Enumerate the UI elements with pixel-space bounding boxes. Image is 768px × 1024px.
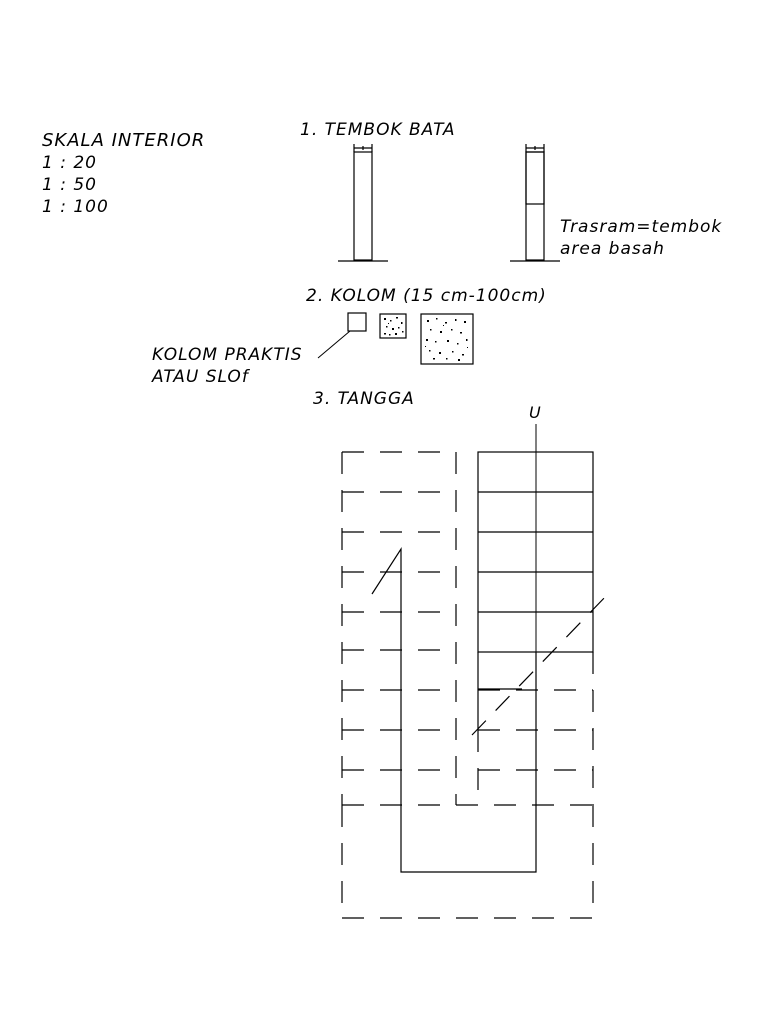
section-brick-wall: 1. TEMBOK BATA Trasram=tembok area basah (300, 120, 722, 262)
stairs-handrail (371, 546, 537, 873)
column-medium (379, 313, 407, 339)
scale-block: SKALA INTERIOR 1 : 20 1 : 50 1 : 100 (42, 130, 205, 217)
trasram-wall-section (510, 144, 560, 262)
section-columns: 2. KOLOM (15 cm-100cm) (151, 286, 547, 387)
trasram-note-line1: Trasram=tembok (560, 217, 722, 237)
stairs-heading: 3. TANGGA (313, 389, 415, 409)
scale-item-1: 1 : 20 (42, 153, 97, 173)
column-praktis-label-line1: KOLOM PRAKTIS (152, 345, 303, 365)
stairs-up-marker: U (529, 403, 542, 422)
trasram-note-line2: area basah (560, 239, 665, 259)
scale-item-2: 1 : 50 (42, 175, 97, 195)
column-heading: 2. KOLOM (15 cm-100cm) (306, 286, 547, 306)
scale-title: SKALA INTERIOR (42, 130, 205, 151)
stairs-hidden-flight (341, 451, 594, 805)
stairs-landing (341, 804, 594, 919)
brick-wall-section (338, 144, 388, 262)
column-large (420, 313, 474, 365)
column-praktis (347, 312, 367, 332)
scale-item-3: 1 : 100 (42, 197, 109, 217)
section-stairs: 3. TANGGA U (313, 389, 609, 919)
column-leader-line (317, 330, 351, 359)
stairs-cut-line (471, 593, 609, 736)
column-praktis-label-line2: ATAU SLOf (151, 367, 251, 387)
brick-wall-heading: 1. TEMBOK BATA (300, 120, 456, 140)
